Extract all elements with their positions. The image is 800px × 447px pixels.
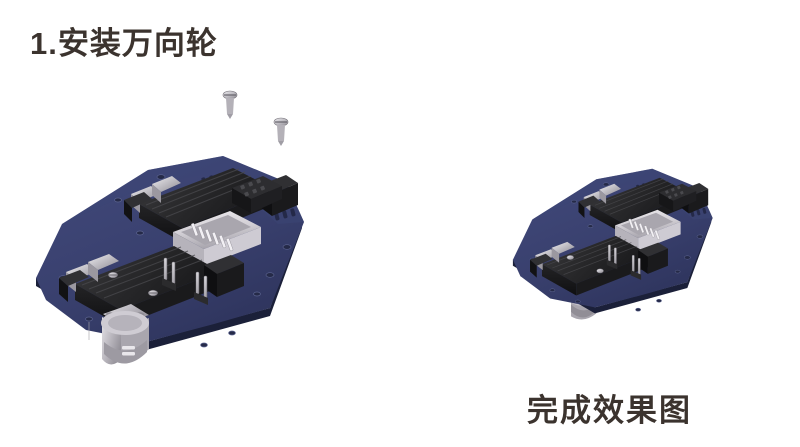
exploded-assembly-svg (36, 90, 304, 365)
completed-assembly-content (495, 92, 741, 338)
header-pins (606, 244, 642, 280)
idc-header-connector (173, 211, 261, 275)
screw-a (222, 90, 238, 119)
header-pins (162, 257, 208, 305)
black-connector (232, 176, 282, 213)
caster-wheel (88, 304, 149, 365)
completed-assembly-svg (512, 168, 713, 320)
screw-b (273, 117, 289, 146)
result-caption: 完成效果图 (527, 393, 692, 428)
holder-screw (108, 271, 158, 297)
battery-holder-lower (530, 235, 668, 296)
black-connector (659, 183, 697, 212)
exploded-assembly-figure (18, 72, 348, 372)
step-title: 1.安装万向轮 (30, 26, 218, 61)
